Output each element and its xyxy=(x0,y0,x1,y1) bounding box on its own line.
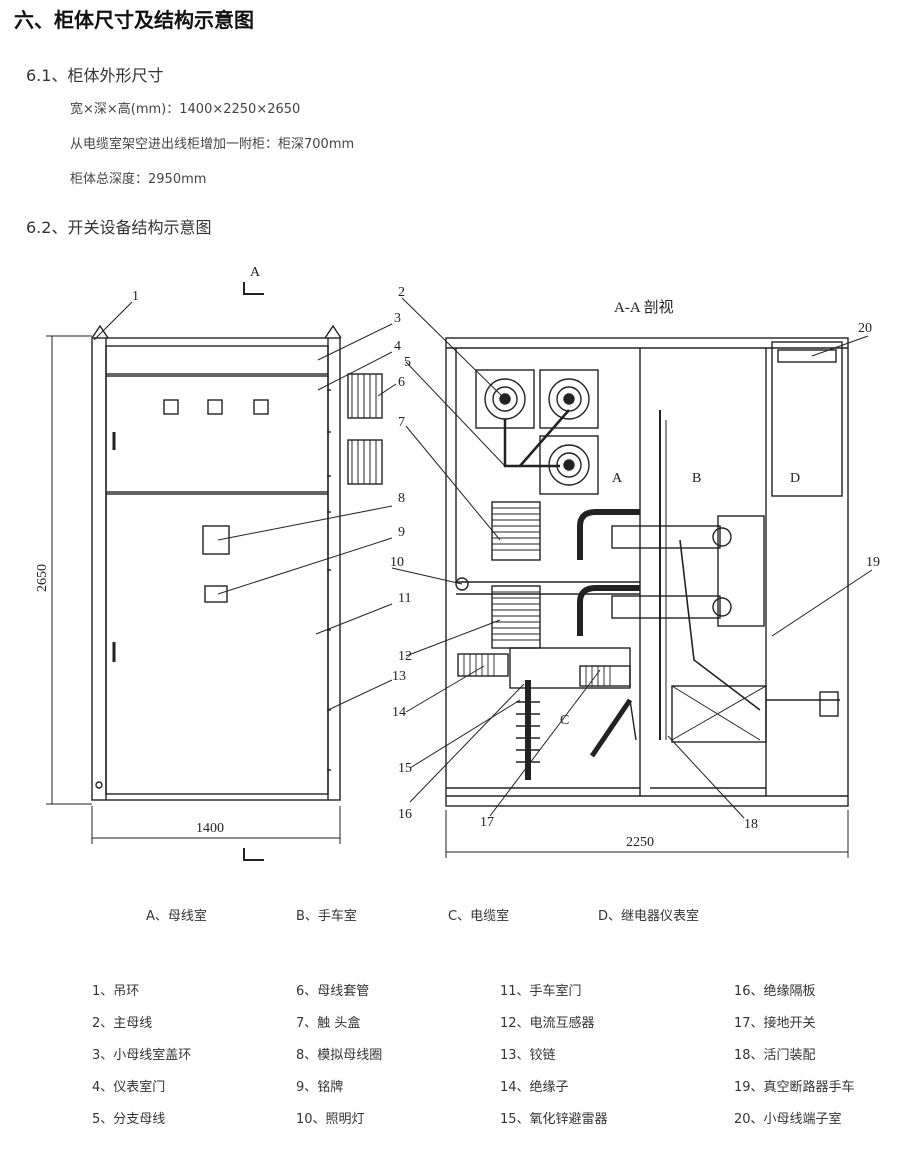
leader-7: 7 xyxy=(398,415,405,430)
part-item: 2、主母线 xyxy=(92,1016,153,1031)
part-item: 10、照明灯 xyxy=(296,1112,365,1127)
leader-14: 14 xyxy=(392,705,406,720)
part-item: 11、手车室门 xyxy=(500,984,582,999)
branch-busbar xyxy=(503,419,560,468)
part-item: 20、小母线端子室 xyxy=(734,1112,842,1127)
part-item: 7、触 头盒 xyxy=(296,1016,361,1031)
leader-12: 12 xyxy=(398,649,412,664)
bus-bushing-upper xyxy=(347,373,383,419)
leader-6: 6 xyxy=(398,375,405,390)
lifting-eye-left xyxy=(91,324,109,339)
room-legend-d: D、继电器仪表室 xyxy=(598,909,700,924)
main-busbar-2 xyxy=(548,378,590,420)
dim-height-label: 2650 xyxy=(35,564,50,592)
section-view-title: A-A 剖视 xyxy=(614,299,674,316)
part-item: 3、小母线室盖环 xyxy=(92,1048,192,1063)
leader-19: 19 xyxy=(866,555,880,570)
part-item: 4、仪表室门 xyxy=(92,1080,166,1095)
spec-line-size: 宽×深×高(mm)：1400×2250×2650 xyxy=(70,102,301,117)
room-label-b: B xyxy=(692,471,701,486)
front-trolley-door xyxy=(105,493,329,795)
spout-lower xyxy=(577,585,640,636)
section-mark-top xyxy=(243,282,264,295)
lighting-lamp xyxy=(455,577,469,591)
structure-drawing: A A-A 剖视 2650 1400 2250 A B C D 1 2 3 4 … xyxy=(35,265,880,861)
lifting-eye-right xyxy=(324,324,342,339)
front-instrument-door xyxy=(105,375,329,493)
spec-line-aux-cabinet: 从电缆室架空进出线柜增加一附柜：柜深700mm xyxy=(70,137,355,152)
spout-upper xyxy=(577,509,640,560)
trolley-carriage xyxy=(671,685,767,743)
leader-11: 11 xyxy=(398,591,411,606)
indicator-window-2 xyxy=(207,399,223,415)
door-lock xyxy=(95,781,103,789)
relay-room xyxy=(771,341,843,497)
leader-20: 20 xyxy=(858,321,872,336)
room-label-d: D xyxy=(790,471,800,486)
part-item: 17、接地开关 xyxy=(734,1016,816,1031)
room-legend-c: C、电缆室 xyxy=(448,909,510,924)
dim-depth-label: 2250 xyxy=(626,835,654,850)
part-item: 8、模拟母线圈 xyxy=(296,1048,383,1063)
insulator-right xyxy=(579,665,631,687)
front-cabinet-outline xyxy=(91,337,341,801)
part-item: 15、氧化锌避雷器 xyxy=(500,1112,608,1127)
hinges xyxy=(327,389,331,771)
section-title-structure: 6.2、开关设备结构示意图 xyxy=(26,218,212,237)
earthing-switch xyxy=(589,698,633,758)
section-mark-label: A xyxy=(250,265,261,280)
part-item: 9、铭牌 xyxy=(296,1080,344,1095)
vacuum-breaker-trolley xyxy=(717,515,765,627)
front-top-cover xyxy=(105,345,329,375)
leader-8: 8 xyxy=(398,491,405,506)
section-title-dimensions: 6.1、柜体外形尺寸 xyxy=(26,66,164,85)
small-bus-terminal-room xyxy=(777,349,837,363)
part-item: 6、母线套管 xyxy=(296,984,370,999)
room-label-c: C xyxy=(560,713,569,728)
leader-15: 15 xyxy=(398,761,412,776)
part-item: 5、分支母线 xyxy=(92,1112,166,1127)
leader-3: 3 xyxy=(394,311,401,326)
leader-17: 17 xyxy=(480,815,494,830)
insulator-left xyxy=(457,653,509,677)
leader-2: 2 xyxy=(398,285,405,300)
section-mark-bottom xyxy=(243,848,264,861)
indicator-window-3 xyxy=(253,399,269,415)
room-legend-a: A、母线室 xyxy=(146,909,207,924)
leader-16: 16 xyxy=(398,807,412,822)
page-heading: 六、柜体尺寸及结构示意图 xyxy=(14,8,254,32)
mimic-busbar-panel xyxy=(202,525,230,555)
part-item: 1、吊环 xyxy=(92,984,140,999)
nameplate xyxy=(204,585,228,603)
part-item: 19、真空断路器手车 xyxy=(734,1080,855,1095)
room-legend-b: B、手车室 xyxy=(296,909,357,924)
indicator-window-1 xyxy=(163,399,179,415)
bus-bushing-lower xyxy=(347,439,383,485)
spec-line-total-depth: 柜体总深度：2950mm xyxy=(70,172,207,187)
leader-9: 9 xyxy=(398,525,405,540)
leader-10: 10 xyxy=(390,555,404,570)
current-transformer xyxy=(491,585,541,649)
section-cabinet-outline xyxy=(445,337,849,807)
leader-18: 18 xyxy=(744,817,758,832)
part-item: 18、活门装配 xyxy=(734,1048,816,1063)
part-item: 12、电流互感器 xyxy=(500,1016,595,1031)
part-item: 16、绝缘隔板 xyxy=(734,984,816,999)
part-item: 14、绝缘子 xyxy=(500,1080,569,1095)
contact-box-upper xyxy=(491,501,541,561)
leader-4: 4 xyxy=(394,339,401,354)
dim-width-label: 1400 xyxy=(196,821,224,836)
leader-13: 13 xyxy=(392,669,406,684)
leader-5: 5 xyxy=(404,355,411,370)
rooms-legend: A、母线室 B、手车室 C、电缆室 D、继电器仪表室 xyxy=(0,905,900,925)
room-label-a: A xyxy=(612,471,623,486)
leader-1: 1 xyxy=(132,289,139,304)
part-item: 13、铰链 xyxy=(500,1048,556,1063)
